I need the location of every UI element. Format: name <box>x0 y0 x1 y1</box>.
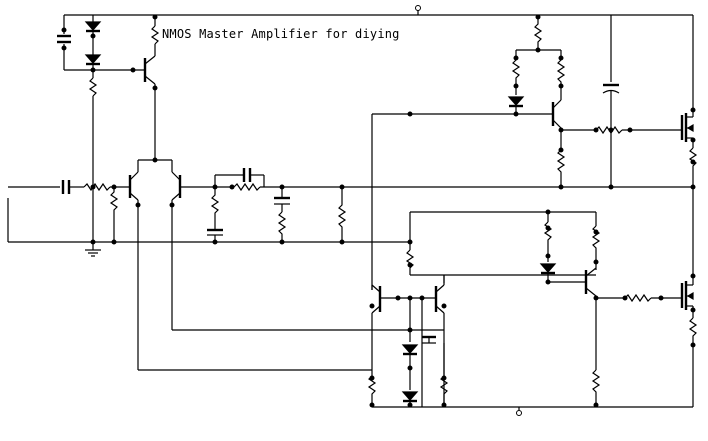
top-rail <box>64 5 694 100</box>
lower-bias-network <box>367 275 449 408</box>
supply-terminal-bottom <box>516 410 522 416</box>
upper-output-stage <box>371 14 682 290</box>
mosfet-upper <box>680 100 698 187</box>
lower-output-stage <box>405 209 682 408</box>
supply-terminal-top <box>415 5 421 11</box>
diode-stack-left <box>84 15 102 242</box>
mosfet-lower <box>680 187 698 350</box>
diagram-title: NMOS Master Amplifier for diying <box>162 27 400 41</box>
input-capacitor-left-section <box>57 15 93 71</box>
lower-transistor-pair <box>369 275 447 370</box>
signal-input <box>7 180 410 257</box>
differential-pair <box>128 157 444 371</box>
bottom-rail <box>372 350 694 416</box>
feedback-network <box>207 168 696 245</box>
transistor-q1 <box>93 14 160 160</box>
